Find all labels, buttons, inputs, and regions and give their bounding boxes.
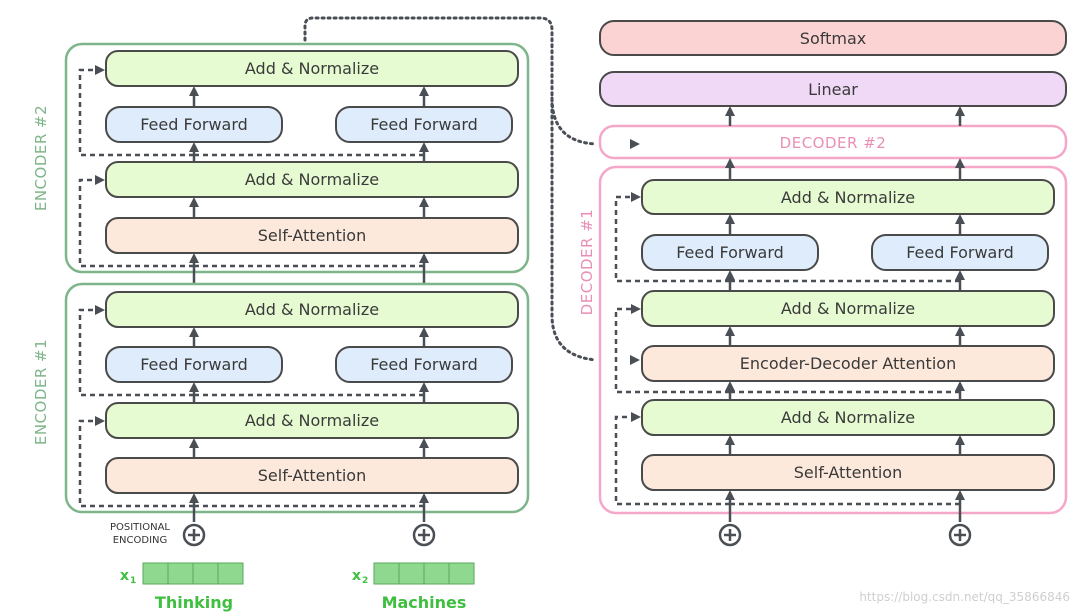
svg-text:DECODER #2: DECODER #2 — [780, 134, 887, 152]
encoder-2-label: ENCODER #2 — [32, 105, 50, 211]
encoder-2-arrows — [189, 86, 429, 284]
encoder-2-self-attention: Self-Attention — [105, 217, 519, 254]
plus-circle-icon — [182, 523, 206, 547]
x2-subscript: 2 — [362, 576, 368, 586]
svg-text:Add & Normalize: Add & Normalize — [245, 411, 379, 430]
encoder-1-add-normalize-top: Add & Normalize — [105, 291, 519, 328]
encoder-1-feed-forward-right: Feed Forward — [335, 346, 513, 383]
word-thinking: Thinking — [155, 593, 233, 612]
plus-circle-icon — [948, 523, 972, 547]
encoder-2-add-normalize-top: Add & Normalize — [105, 50, 519, 87]
x2-label: x — [352, 568, 361, 584]
svg-text:Linear: Linear — [808, 80, 858, 99]
decoder-1-self-attention: Self-Attention — [641, 454, 1055, 491]
watermark: https://blog.csdn.net/qq_35866846 — [859, 590, 1070, 604]
positional-encoding-label-line2: ENCODING — [113, 535, 168, 546]
decoder-1-feed-forward-left: Feed Forward — [641, 234, 819, 271]
x1-label: x — [120, 568, 129, 584]
encoder-2-container — [64, 42, 530, 274]
decoder-2-block: DECODER #2 — [598, 124, 1068, 160]
decoder-1-encoder-decoder-attention: Encoder-Decoder Attention — [641, 345, 1055, 382]
x1-embedding-vector — [142, 562, 244, 585]
svg-text:Add & Normalize: Add & Normalize — [781, 188, 915, 207]
svg-text:Add & Normalize: Add & Normalize — [245, 59, 379, 78]
encoder-2-feed-forward-left: Feed Forward — [105, 106, 283, 143]
svg-text:Add & Normalize: Add & Normalize — [781, 299, 915, 318]
encoder-1-self-attention: Self-Attention — [105, 457, 519, 494]
encoder-output-arrowheads — [630, 139, 640, 365]
encoder-1-feed-forward-left: Feed Forward — [105, 346, 283, 383]
svg-text:Self-Attention: Self-Attention — [794, 463, 902, 482]
svg-text:Self-Attention: Self-Attention — [258, 226, 366, 245]
decoder-1-feed-forward-right: Feed Forward — [871, 234, 1049, 271]
decoder-1-add-normalize-mid: Add & Normalize — [641, 290, 1055, 327]
svg-text:Self-Attention: Self-Attention — [258, 466, 366, 485]
decoder-1-container — [598, 165, 1068, 515]
encoder-2-add-normalize-bottom: Add & Normalize — [105, 161, 519, 198]
svg-text:Feed Forward: Feed Forward — [906, 243, 1014, 262]
plus-circle-icon — [718, 523, 742, 547]
decoder-residual-connections — [614, 192, 960, 506]
decoder-1-label: DECODER #1 — [578, 209, 596, 316]
softmax-block: Softmax — [599, 20, 1067, 56]
linear-block: Linear — [599, 71, 1067, 107]
x2-embedding-vector — [373, 562, 475, 585]
svg-text:Feed Forward: Feed Forward — [140, 355, 248, 374]
plus-circle-icon — [412, 523, 436, 547]
encoder-2-residual-connections — [78, 65, 424, 268]
encoder-1-container — [64, 282, 530, 514]
svg-text:Feed Forward: Feed Forward — [140, 115, 248, 134]
x1-subscript: 1 — [130, 576, 136, 586]
encoder-1-residual-connections — [78, 305, 424, 508]
encoder-output-connections — [303, 16, 598, 362]
decoder-1-add-normalize-bottom: Add & Normalize — [641, 399, 1055, 436]
decoder-1-add-normalize-top: Add & Normalize — [641, 179, 1055, 215]
positional-encoding-label-line1: POSITIONAL — [110, 522, 170, 533]
svg-text:Softmax: Softmax — [800, 29, 866, 48]
encoder-1-add-normalize-bottom: Add & Normalize — [105, 402, 519, 439]
encoder-1-label: ENCODER #1 — [32, 339, 50, 445]
svg-text:Feed Forward: Feed Forward — [370, 355, 478, 374]
svg-text:Add & Normalize: Add & Normalize — [781, 408, 915, 427]
encoder-2-feed-forward-right: Feed Forward — [335, 106, 513, 143]
svg-text:Feed Forward: Feed Forward — [370, 115, 478, 134]
svg-text:Add & Normalize: Add & Normalize — [245, 300, 379, 319]
word-machines: Machines — [382, 593, 467, 612]
svg-text:Feed Forward: Feed Forward — [676, 243, 784, 262]
svg-text:Encoder-Decoder Attention: Encoder-Decoder Attention — [740, 354, 956, 373]
svg-text:Add & Normalize: Add & Normalize — [245, 170, 379, 189]
